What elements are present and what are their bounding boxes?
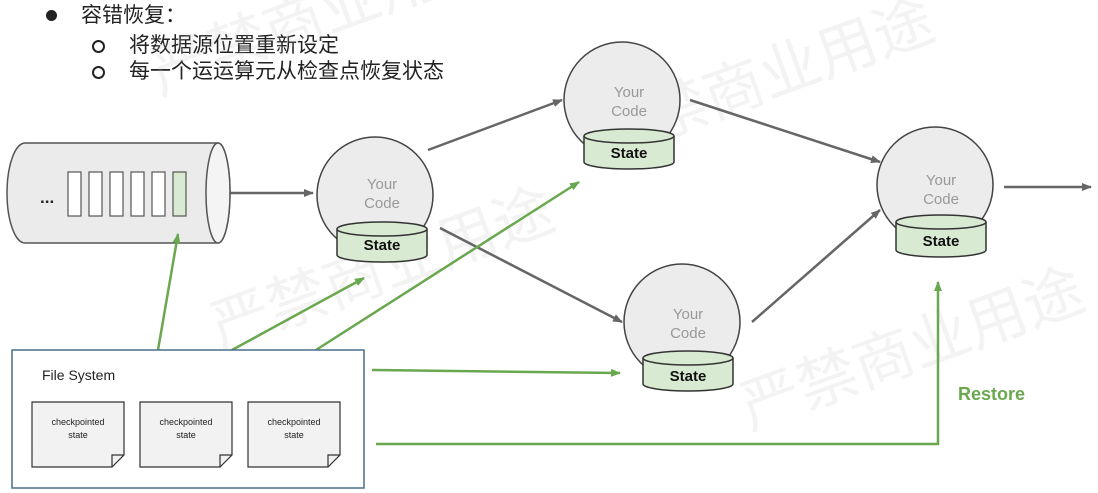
- state-label: State: [670, 368, 707, 385]
- state-label: State: [364, 237, 401, 254]
- watermark-text: 严禁商业用途: [141, 0, 503, 109]
- dataflow-arrows: [230, 98, 1092, 324]
- file-label: checkpointed: [51, 417, 104, 427]
- queue-record: [109, 171, 124, 217]
- source-queue: ...: [6, 142, 231, 244]
- queue-record-checkpoint: [172, 171, 187, 217]
- bullet-sub-1-text: 将数据源位置重新设定: [129, 34, 339, 57]
- file-label: checkpointed: [267, 417, 320, 427]
- file-system-box: File System checkpointed state checkpoin…: [11, 349, 365, 489]
- restore-label: Restore: [958, 384, 1025, 404]
- operator-label: Code: [364, 195, 400, 212]
- bullet-sub-2-text: 每一个运运算元从检查点恢复状态: [129, 60, 444, 83]
- arrow-op1-to-op2: [427, 98, 563, 152]
- operator-3: Your Code State: [623, 263, 741, 392]
- arrow-op2-to-op4: [689, 98, 881, 164]
- queue-record: [67, 171, 82, 217]
- restore-arrow-op1: [231, 276, 365, 352]
- queue-record: [151, 171, 166, 217]
- restore-arrow-source: [156, 233, 181, 351]
- file-label: state: [176, 430, 196, 440]
- arrow-op3-to-op4: [751, 209, 881, 323]
- queue-record: [88, 171, 103, 217]
- bullet-ring-icon: [92, 40, 105, 53]
- source-ellipsis: ...: [40, 188, 54, 207]
- bullet-ring-icon: [92, 66, 105, 79]
- operator-label: Code: [670, 325, 706, 342]
- checkpoint-file-1: checkpointed state: [31, 401, 125, 468]
- operator-label: Code: [611, 103, 647, 120]
- operator-label: Your: [673, 306, 703, 323]
- checkpoint-file-2: checkpointed state: [139, 401, 233, 468]
- operator-1: Your Code State: [316, 136, 434, 263]
- file-label: state: [284, 430, 304, 440]
- state-label: State: [611, 145, 648, 162]
- file-label: state: [68, 430, 88, 440]
- restore-arrow-op4: [376, 281, 942, 446]
- operator-2: Your Code State: [563, 41, 681, 170]
- operator-label: Your: [367, 176, 397, 193]
- operator-label: Your: [926, 172, 956, 189]
- state-label: State: [923, 233, 960, 250]
- restore-arrow-op3: [371, 368, 621, 377]
- queue-record: [130, 171, 145, 217]
- operator-4: Your Code State: [876, 126, 994, 258]
- checkpoint-file-3: checkpointed state: [247, 401, 341, 468]
- operator-label: Your: [614, 84, 644, 101]
- file-label: checkpointed: [159, 417, 212, 427]
- restore-arrow-op2: [315, 180, 580, 352]
- bullet-dot-icon: [46, 10, 57, 21]
- bullet-main-text: 容错恢复：: [81, 4, 186, 27]
- operator-label: Code: [923, 191, 959, 208]
- file-system-title: File System: [42, 367, 115, 383]
- restore-arrows: [156, 180, 942, 446]
- watermark-text: 严禁商业用途: [731, 255, 1093, 444]
- arrow-op1-to-op3: [439, 226, 623, 324]
